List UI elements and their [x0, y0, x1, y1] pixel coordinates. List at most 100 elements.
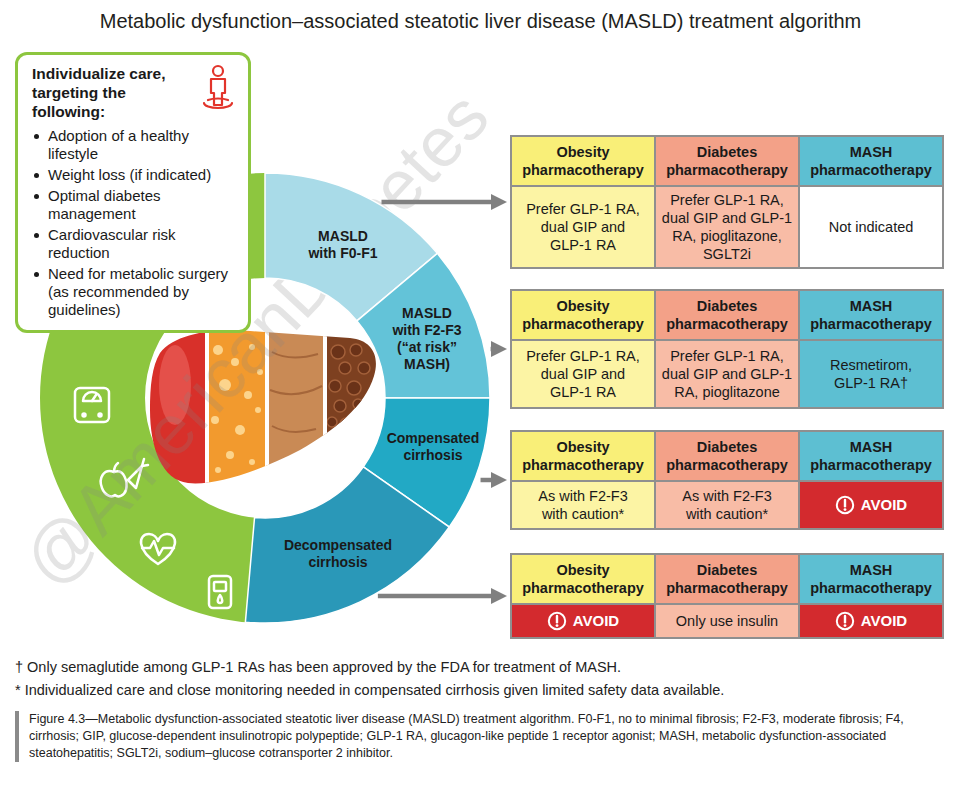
- cell-text: Prefer GLP-1 RA, dual GIP and GLP-1 RA: [523, 347, 643, 401]
- alert-icon: [843, 624, 846, 627]
- bullet-row: Adoption of a healthy lifestyle: [32, 127, 238, 163]
- column-header: Obesity pharmacotherapy: [512, 432, 654, 480]
- alert-icon: [835, 611, 855, 631]
- figure-caption: Figure 4.3—Metabolic dysfunction-associa…: [29, 711, 945, 762]
- glucose-meter-icon: [209, 576, 231, 608]
- column-header: Obesity pharmacotherapy: [512, 137, 654, 185]
- glucose-meter-icon: [209, 576, 231, 608]
- liver-illustration: [339, 362, 351, 374]
- bullet-row: Need for metabolic surgery (as recommend…: [32, 265, 238, 319]
- segment-label-area: MASLD with F0-F1: [303, 228, 383, 262]
- ring-segment-node: MASLD with F2-F3 (“at risk” MASH): [354, 251, 492, 400]
- segment-label: MASLD with F2-F3 (“at risk” MASH): [387, 305, 467, 373]
- person-icon: [198, 63, 238, 113]
- ring-segment: [245, 467, 449, 623]
- liver-illustration: [215, 467, 221, 473]
- header-text: Diabetes pharmacotherapy: [659, 143, 795, 179]
- diagram-title: Metabolic dysfunction–associated steatot…: [0, 9, 961, 33]
- liver-illustration: [255, 407, 261, 413]
- bullet-row: Optimal diabetes management: [32, 187, 238, 223]
- header-text: MASH pharmacotherapy: [803, 438, 939, 474]
- liver-illustration: [358, 362, 370, 374]
- table-cell: As with F2-F3 with caution*: [656, 482, 798, 528]
- scale-icon: [83, 392, 101, 401]
- cell-text: Not indicated: [829, 218, 914, 236]
- table-cell: Prefer GLP-1 RA, dual GIP and GLP-1 RA, …: [656, 187, 798, 267]
- alert-icon: [835, 495, 855, 515]
- bullet-text: Adoption of a healthy lifestyle: [48, 127, 238, 163]
- segment-label: MASLD with F0-F1: [303, 228, 383, 262]
- cell-text: As with F2-F3 with caution*: [672, 487, 782, 523]
- segment-label-area: MASLD with F2-F3 (“at risk” MASH): [387, 305, 467, 373]
- heart-icon: [141, 534, 175, 564]
- bullet-dot: [34, 272, 39, 277]
- liver-illustration: [226, 451, 234, 459]
- person-icon: [208, 98, 228, 100]
- alert-icon: [844, 500, 846, 506]
- table-cell: Prefer GLP-1 RA, dual GIP and GLP-1 RA: [512, 187, 654, 267]
- alert-icon: [555, 624, 558, 627]
- header-text: MASH pharmacotherapy: [803, 297, 939, 333]
- bullet-text: Need for metabolic surgery (as recommend…: [48, 265, 238, 319]
- table-cell: As with F2-F3 with caution*: [512, 482, 654, 528]
- liver-illustration: [323, 320, 327, 500]
- liver-illustration: [235, 425, 245, 435]
- footnote-area: * Individualized care and close monitori…: [15, 681, 950, 700]
- warning-text: AVOID: [861, 612, 907, 630]
- scale-icon: [99, 414, 102, 417]
- scale-icon: [75, 388, 109, 422]
- ring-segment-node: Decompensated cirrhosis: [243, 464, 452, 625]
- header-text: MASH pharmacotherapy: [803, 561, 939, 597]
- cell-text: Prefer GLP-1 RA, dual GIP and GLP-1 RA: [523, 200, 643, 254]
- liver-illustration: [249, 459, 255, 465]
- treatment-table: Obesity pharmacotherapyDiabetes pharmaco…: [510, 430, 944, 530]
- bullet-dot: [34, 194, 39, 199]
- column-header: Diabetes pharmacotherapy: [656, 291, 798, 339]
- column-header: Diabetes pharmacotherapy: [656, 555, 798, 603]
- table-cell: Prefer GLP-1 RA, dual GIP and GLP-1 RA, …: [656, 341, 798, 407]
- liver-illustration: [327, 417, 337, 427]
- column-header: Obesity pharmacotherapy: [512, 291, 654, 339]
- table-cell: AVOID: [800, 482, 942, 528]
- treatment-table: Obesity pharmacotherapyDiabetes pharmaco…: [510, 289, 944, 409]
- footnote: † Only semaglutide among GLP-1 RAs has b…: [15, 658, 950, 677]
- alert-icon: [547, 611, 567, 631]
- header-text: Obesity pharmacotherapy: [515, 297, 651, 333]
- footnote-area: † Only semaglutide among GLP-1 RAs has b…: [15, 658, 950, 677]
- header-text: Obesity pharmacotherapy: [515, 561, 651, 597]
- header-text: Diabetes pharmacotherapy: [659, 561, 795, 597]
- footnote: * Individualized care and close monitori…: [15, 681, 950, 700]
- connector-arrow: [378, 594, 501, 599]
- liver-illustration: [272, 426, 316, 432]
- treatment-table: Obesity pharmacotherapyDiabetes pharmaco…: [510, 135, 944, 269]
- segment-label: Decompensated cirrhosis: [279, 537, 397, 571]
- cell-text: As with F2-F3 with caution*: [528, 487, 638, 523]
- bullet-row: Weight loss (if indicated): [32, 166, 238, 184]
- liver-illustration: [327, 344, 370, 430]
- heart-icon: [141, 534, 175, 564]
- bullet-dot: [34, 173, 39, 178]
- column-header: Diabetes pharmacotherapy: [656, 432, 798, 480]
- column-header: Diabetes pharmacotherapy: [656, 137, 798, 185]
- alert-icon: [837, 613, 853, 629]
- bullet-row: Cardiovascular risk reduction: [32, 226, 238, 262]
- cell-text: Resmetirom, GLP-1 RA†: [821, 356, 921, 392]
- liver-illustration: [331, 345, 345, 359]
- segment-label-area: Compensated cirrhosis: [383, 430, 483, 464]
- liver-illustration: [347, 381, 361, 395]
- table-cell: Resmetirom, GLP-1 RA†: [800, 341, 942, 407]
- scale-icon: [75, 388, 109, 422]
- alert-icon: [556, 616, 558, 622]
- cell-text: Only use insulin: [676, 612, 778, 630]
- title-area: Metabolic dysfunction–associated steatot…: [0, 9, 961, 33]
- alert-icon: [843, 508, 846, 511]
- header-text: Diabetes pharmacotherapy: [659, 438, 795, 474]
- column-header: Obesity pharmacotherapy: [512, 555, 654, 603]
- heart-icon: [142, 541, 174, 555]
- treatment-table: Obesity pharmacotherapyDiabetes pharmaco…: [510, 553, 944, 639]
- liver-illustration: [353, 399, 363, 409]
- column-header: MASH pharmacotherapy: [800, 291, 942, 339]
- header-text: Diabetes pharmacotherapy: [659, 297, 795, 333]
- liver-illustration: [334, 400, 346, 412]
